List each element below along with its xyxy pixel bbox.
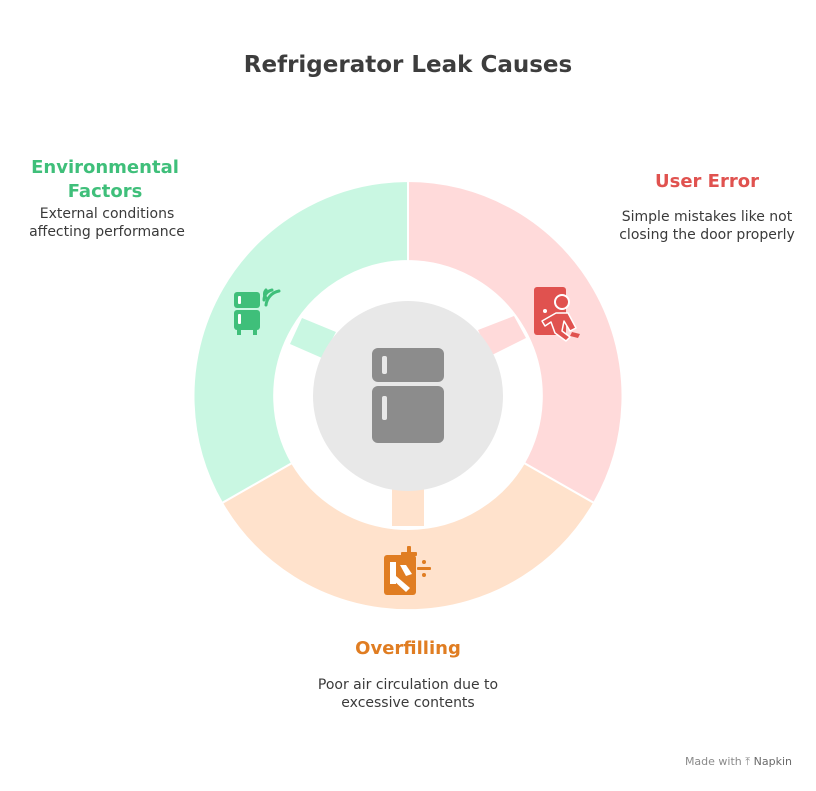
connector-environmental — [290, 318, 336, 358]
overfilling-description: Poor air circulation due to excessive co… — [317, 677, 499, 711]
overfilling-title: Overfilling — [355, 638, 461, 659]
user-error-description: Simple mistakes like not closing the doo… — [619, 209, 795, 243]
made-with-label: Made with — [684, 755, 742, 768]
environmental-factors-title: Environmental Factors — [31, 157, 179, 202]
smart-fridge-icon — [234, 288, 281, 335]
connector-user-error — [478, 316, 526, 356]
page-title: Refrigerator Leak Causes — [243, 52, 573, 78]
brand-name: Napkin — [753, 755, 792, 768]
segment-user-error — [407, 179, 624, 505]
refrigerator-icon — [372, 348, 444, 443]
segment-overfilling — [220, 461, 596, 612]
napkin-logo-icon: ⤒ — [745, 755, 751, 768]
footer-credit: Made with ⤒ Napkin — [685, 755, 792, 769]
environmental-factors-description: External conditions affecting performanc… — [29, 206, 185, 240]
user-error-title: User Error — [655, 171, 759, 192]
connector-overfilling — [392, 488, 424, 526]
person-door-icon — [534, 287, 580, 342]
calculator-math-icon — [384, 546, 431, 595]
segment-environmental — [192, 179, 409, 505]
